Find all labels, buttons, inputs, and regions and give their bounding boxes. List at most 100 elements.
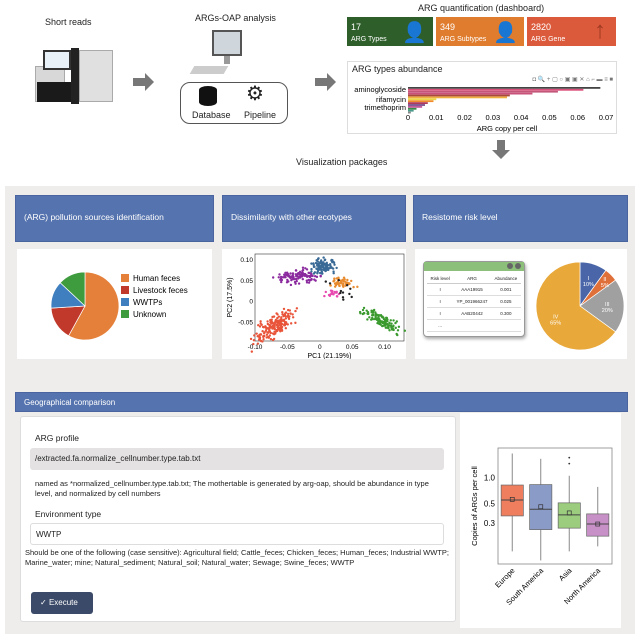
scatter-point — [342, 285, 345, 288]
tile-label: ARG Types — [351, 36, 387, 43]
scatter-point — [330, 266, 333, 269]
scatter-point — [275, 312, 278, 315]
table-cell: I — [427, 283, 454, 296]
scatter-point — [392, 328, 395, 331]
environment-type-help: Should be one of the following (case sen… — [25, 548, 449, 567]
scatter-point — [294, 321, 297, 325]
scatter-point — [279, 324, 283, 328]
scatter-point — [323, 258, 327, 261]
y-axis-label: PC2 (17.5%) — [227, 277, 234, 317]
table-cell — [490, 319, 521, 332]
x-tick-label: 0.05 — [542, 113, 557, 122]
scatter-point — [289, 322, 293, 325]
scatter-point — [249, 337, 253, 341]
x-tick-label: 0.01 — [429, 113, 444, 122]
abundance-title: ARG types abundance — [352, 64, 443, 74]
scatter-point — [281, 311, 284, 314]
pollution-slice — [59, 271, 86, 307]
scatter-point — [290, 275, 293, 278]
y-tick-label: 0.5 — [484, 500, 496, 509]
scatter-point — [324, 290, 328, 294]
scatter-point — [257, 323, 260, 327]
scatter-point — [282, 307, 286, 311]
scatter-point — [280, 278, 284, 282]
execute-label: Execute — [48, 598, 78, 607]
scatter-point — [320, 270, 324, 274]
short-reads-label: Short reads — [45, 17, 92, 27]
scatter-point — [266, 320, 269, 323]
plot-frame — [254, 253, 405, 342]
scatter-point — [262, 326, 266, 329]
scatter-point — [348, 292, 351, 296]
scatter-point — [283, 276, 286, 279]
scatter-point — [362, 311, 366, 315]
scatter-point — [272, 325, 275, 328]
scatter-point — [389, 324, 393, 328]
scatter-point — [281, 313, 284, 316]
risk-slice — [535, 261, 617, 351]
slice-percent: 5% — [601, 283, 609, 289]
scatter-point — [392, 319, 395, 322]
bar — [408, 90, 558, 93]
scatter-point — [335, 277, 339, 280]
box — [586, 513, 610, 537]
arrow-up-icon: ↑ — [594, 17, 606, 44]
column-header: Abundance — [490, 274, 521, 284]
y-tick-label: 0.05 — [240, 278, 253, 285]
x-tick-label: 0.07 — [599, 113, 614, 122]
scatter-point — [301, 266, 305, 269]
arg-profile-input[interactable]: /extracted.fa.normalize_cellnumber.type.… — [30, 448, 444, 470]
bar — [408, 106, 423, 108]
scatter-point — [379, 313, 383, 317]
pollution-sources-header[interactable]: (ARG) pollution sources identification — [15, 195, 214, 242]
geo-comparison-header[interactable]: Geographical comparison — [15, 392, 628, 412]
dissimilarity-header[interactable]: Dissimilarity with other ecotypes — [222, 195, 406, 242]
bar — [408, 92, 533, 95]
slice-percent: 65% — [550, 320, 561, 326]
scatter-point — [271, 276, 275, 279]
column-header: Risk level — [427, 274, 454, 284]
scatter-point — [371, 316, 374, 320]
table-cell — [453, 319, 491, 332]
scatter-point — [291, 272, 295, 275]
slice-label: IV — [553, 314, 559, 320]
database-label: Database — [192, 110, 231, 120]
scatter-point — [289, 283, 293, 287]
table-cell: 0.001 — [490, 283, 521, 296]
scatter-point — [352, 285, 355, 289]
scatter-point — [288, 315, 291, 318]
scatter-point — [345, 283, 349, 287]
x-tick-label: 0 — [406, 113, 410, 122]
scatter-point — [395, 320, 399, 323]
scatter-point — [346, 278, 349, 282]
scatter-point — [289, 312, 292, 315]
scatter-point — [283, 324, 286, 327]
scatter-point — [286, 312, 290, 316]
user-plus-icon: 👤 — [402, 22, 427, 44]
environment-type-input[interactable]: WWTP — [30, 523, 444, 545]
scatter-point — [297, 282, 301, 285]
scatter-point — [403, 329, 407, 332]
scatter-point — [271, 332, 275, 335]
scatter-point — [252, 339, 256, 342]
execute-button[interactable]: ✓ Execute — [31, 592, 93, 614]
risk-level-header[interactable]: Resistome risk level — [413, 195, 628, 242]
scatter-point — [396, 329, 400, 332]
scatter-point — [358, 310, 362, 314]
scatter-point — [305, 268, 309, 271]
scatter-point — [319, 275, 322, 278]
arg-profile-label: ARG profile — [35, 433, 79, 443]
scatter-point — [377, 320, 380, 323]
table-row: ... — [427, 319, 521, 332]
scatter-point — [274, 320, 277, 324]
scatter-point — [382, 324, 386, 327]
legend-swatch — [121, 274, 129, 282]
scatter-point — [386, 318, 389, 321]
